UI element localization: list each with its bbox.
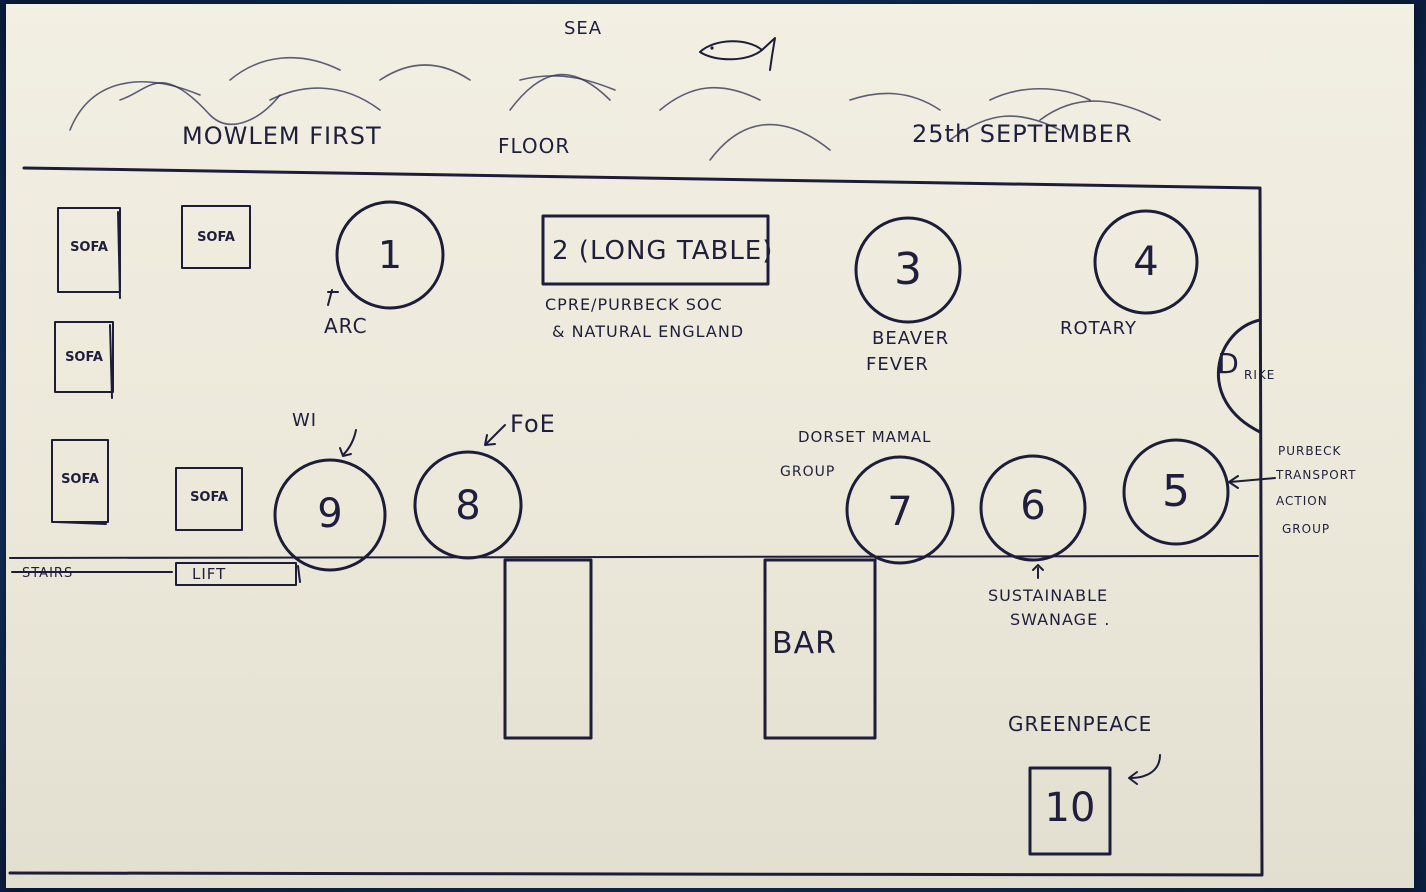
table-6-circle	[979, 454, 1087, 562]
table-5-label-4: GROUP	[1282, 522, 1331, 536]
sofa-1	[57, 207, 121, 293]
table-8-label: FoE	[510, 410, 556, 438]
sofa-label: SOFA	[197, 230, 235, 245]
table-4-label: ROTARY	[1060, 318, 1137, 339]
table-7-label: DORSET MAMAL	[798, 428, 932, 446]
table-7-label-2: GROUP	[780, 464, 836, 480]
table-3-label: BEAVER	[872, 328, 950, 349]
table-8-number: 8	[455, 483, 481, 529]
table-10-rect	[1028, 766, 1112, 856]
stairs-label: STAIRS	[22, 566, 74, 581]
table-6-label: SUSTAINABLE	[988, 586, 1109, 605]
table-7-circle	[845, 455, 955, 565]
table-9-circle	[273, 458, 387, 572]
sofa-label: SOFA	[65, 350, 103, 365]
table-3-label-2: FEVER	[866, 354, 929, 375]
table-6-label-2: SWANAGE .	[1010, 610, 1111, 629]
pillar	[503, 558, 593, 740]
bar-counter	[763, 558, 877, 740]
table-2-label-2: & NATURAL ENGLAND	[552, 322, 745, 341]
lift-label: LIFT	[192, 565, 227, 583]
table-3-number: 3	[894, 244, 922, 295]
table-9-label: WI	[292, 410, 318, 431]
sea-waves	[69, 56, 1161, 161]
table-3-circle	[854, 216, 962, 324]
sofa-5	[175, 467, 243, 531]
table-9-number: 9	[317, 491, 343, 537]
sofa-2	[181, 205, 251, 269]
sofa-3	[54, 321, 114, 393]
table-2-rect	[541, 214, 770, 286]
table-8-circle	[413, 450, 523, 560]
table-2-number: 2 (LONG TABLE)	[552, 236, 774, 266]
fish-icon	[699, 37, 776, 71]
sofa-label: SOFA	[70, 240, 108, 255]
table-7-number: 7	[887, 489, 913, 535]
bar-label: BAR	[772, 626, 837, 661]
date-label: 25th SEPTEMBER	[912, 120, 1133, 148]
room-outline	[8, 166, 1264, 877]
table-5-label: PURBECK	[1278, 444, 1342, 458]
table-2-label: CPRE/PURBECK SOC	[545, 295, 723, 314]
door-label: RIKE	[1244, 368, 1276, 382]
door-symbol: D	[1217, 347, 1239, 380]
sofa-label: SOFA	[190, 490, 228, 505]
table-10-number: 10	[1044, 785, 1096, 831]
table-1-circle	[335, 200, 445, 310]
table-10-label: GREENPEACE	[1008, 712, 1153, 736]
venue-title: MOWLEM FIRST	[182, 122, 382, 150]
floor-label: FLOOR	[498, 134, 571, 158]
table-5-number: 5	[1162, 466, 1190, 517]
table-4-number: 4	[1133, 239, 1159, 285]
table-4-circle	[1093, 209, 1199, 315]
table-5-label-2: TRANSPORT	[1276, 468, 1357, 482]
table-1-number: 1	[377, 233, 403, 277]
sofa-label: SOFA	[61, 472, 99, 487]
sea-label: SEA	[564, 18, 603, 39]
table-5-circle	[1122, 438, 1230, 546]
table-1-label: ARC	[324, 314, 368, 338]
paper-sheet	[6, 4, 1414, 888]
table-6-number: 6	[1020, 483, 1046, 529]
table-5-label-3: ACTION	[1276, 494, 1328, 508]
